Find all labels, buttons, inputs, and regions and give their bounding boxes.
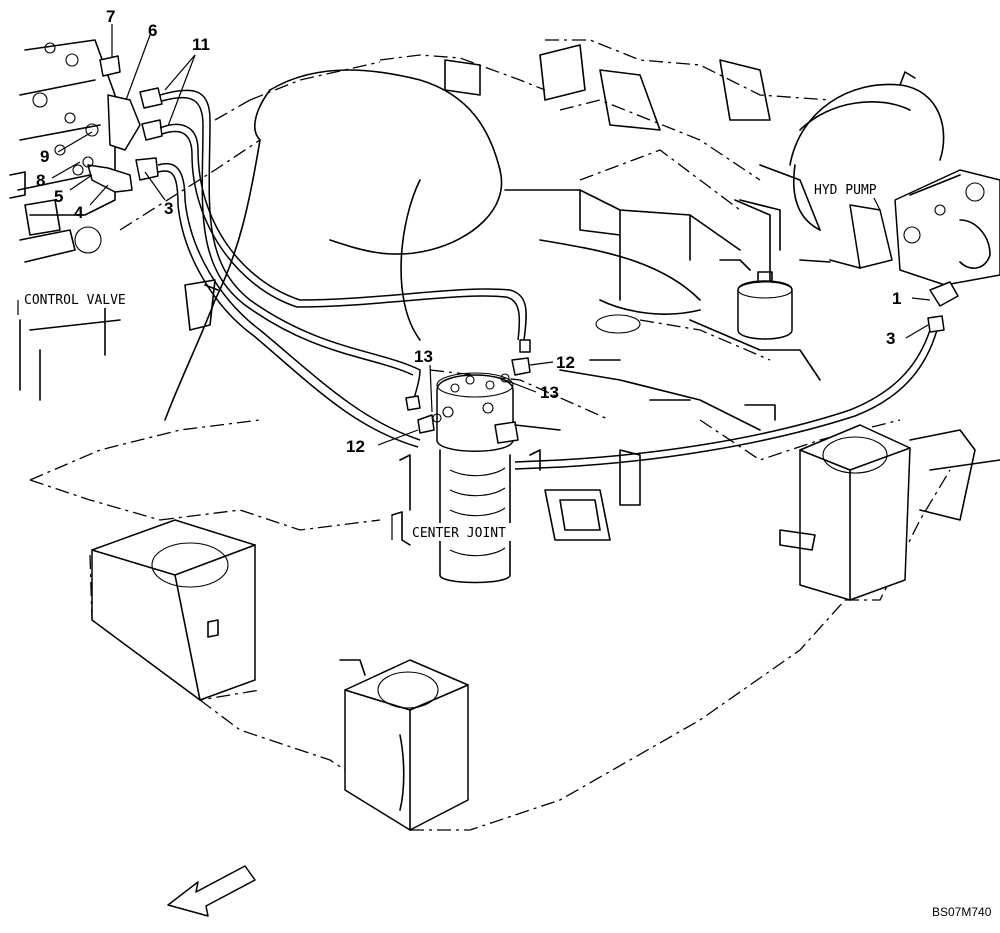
callout-13-right: 13: [540, 383, 559, 402]
callout-8: 8: [36, 171, 45, 190]
component-labels: CONTROL VALVE HYD PUMP CENTER JOINT: [22, 180, 886, 541]
front-direction-arrow-icon: [167, 865, 256, 917]
callout-11: 11: [192, 35, 210, 54]
hydraulic-pump: [739, 71, 1000, 333]
leader-lines: [17, 24, 931, 540]
callout-3-left: 3: [164, 199, 173, 218]
part-callouts: 7 6 11 9 8 5 4 3 13 12 13 12 1 3: [36, 7, 901, 456]
callout-13-left: 13: [414, 347, 433, 366]
control-valve-label: CONTROL VALVE: [24, 293, 126, 308]
callout-12-left: 12: [346, 437, 365, 456]
frame-outline: [29, 39, 951, 831]
callout-3-right: 3: [886, 329, 895, 348]
center-joint-label: CENTER JOINT: [412, 526, 506, 541]
callout-6: 6: [148, 21, 157, 40]
upper-frame: [164, 44, 821, 541]
center-joint: [391, 339, 561, 584]
callout-4: 4: [74, 203, 84, 222]
engine-mount: [719, 259, 831, 340]
callout-7: 7: [106, 7, 115, 26]
control-valve-body: [9, 39, 121, 401]
lower-frame-boxes: [91, 424, 1000, 831]
drawing-code: BS07M740: [932, 905, 992, 919]
callout-5: 5: [54, 187, 63, 206]
valve-fittings: [64, 55, 163, 193]
callout-9: 9: [40, 147, 49, 166]
callout-12-right: 12: [556, 353, 575, 372]
hyd-pump-label: HYD PUMP: [814, 183, 877, 198]
callout-1: 1: [892, 289, 901, 308]
hoses: [157, 89, 938, 470]
